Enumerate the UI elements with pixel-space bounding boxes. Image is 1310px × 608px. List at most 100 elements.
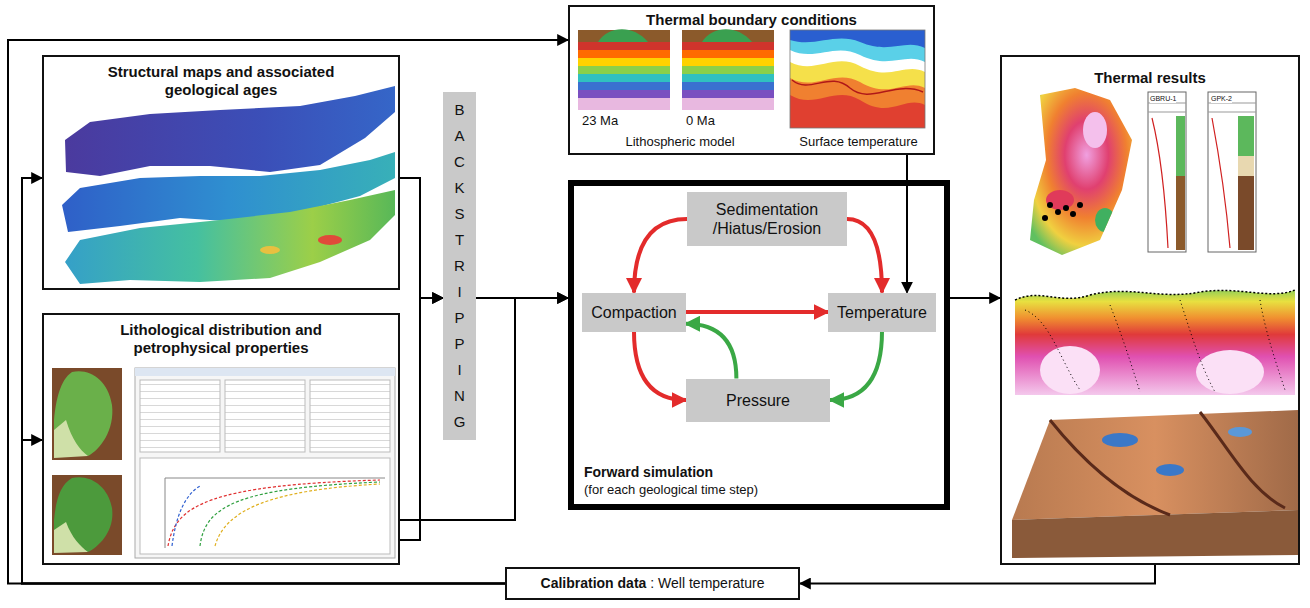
boundary-panel: Thermal boundary conditions23 Ma0 MaLith…	[568, 5, 935, 155]
well-name: GBRU-1	[1150, 95, 1176, 103]
lithospheric-model	[578, 29, 670, 110]
thermal-map	[1083, 112, 1107, 148]
process-label: Sedimentation /Hiatus/Erosion	[693, 200, 841, 238]
software-screenshot	[165, 478, 385, 479]
structural-maps	[260, 246, 280, 254]
well-name: GPK-2	[1211, 95, 1232, 103]
panel-title: Structural maps and associated geologica…	[90, 63, 352, 99]
box-title: Calibration data	[541, 575, 647, 592]
lithospheric-model	[578, 58, 670, 66]
simulation-frame: Forward simulation(for each geological t…	[568, 180, 950, 510]
image-caption: Surface temperature	[786, 134, 931, 149]
well-logs	[1238, 176, 1254, 250]
software-screenshot	[135, 368, 395, 376]
lithology-maps	[52, 368, 122, 555]
lithology-maps	[52, 475, 122, 555]
structural-maps	[65, 190, 395, 284]
feedback-arrow	[830, 332, 882, 401]
feedback-arrow	[634, 219, 687, 293]
results-panel: Thermal results	[1000, 55, 1300, 565]
flow-arrow	[400, 298, 568, 520]
panel-title: Lithological distribution and petrophysi…	[90, 321, 352, 357]
feedback-arrow	[686, 310, 828, 314]
lithospheric-model	[682, 29, 774, 110]
thermal-block	[1012, 510, 1298, 558]
well-logs	[1238, 116, 1254, 156]
well-logs	[1212, 118, 1230, 248]
thermal-map	[1025, 85, 1137, 260]
thermal-block	[1012, 410, 1298, 558]
thermal-block	[1156, 464, 1184, 476]
thermal-map	[1063, 205, 1069, 211]
frame-subtitle: (for each geological time step)	[584, 482, 758, 498]
cross-section	[1015, 290, 1295, 300]
surface-temperature-plot	[790, 30, 925, 89]
software-screenshot	[168, 480, 380, 546]
software-screenshot	[310, 380, 390, 452]
age-label: 0 Ma	[686, 113, 715, 128]
flow-arrow	[800, 565, 1155, 584]
cross-section	[1015, 285, 1295, 395]
box-text: : Well temperature	[650, 575, 764, 592]
age-label: 23 Ma	[582, 113, 618, 128]
process-box: Pressure	[686, 379, 830, 422]
flow-arrow	[22, 440, 505, 584]
process-box: Compaction	[582, 293, 685, 332]
lithology-maps	[54, 420, 88, 458]
thermal-block	[1102, 433, 1138, 447]
software-screenshot	[200, 482, 380, 546]
thermal-map	[1047, 202, 1053, 208]
cross-section	[1025, 300, 1285, 392]
well-logs	[1148, 92, 1256, 252]
flow-arrow	[906, 155, 908, 293]
image-caption: Lithospheric model	[575, 134, 785, 149]
surface-temperature-plot	[790, 30, 925, 128]
flow-arrow	[22, 178, 505, 584]
structural-maps	[62, 86, 395, 284]
software-screenshot	[165, 478, 166, 548]
cross-section	[1015, 285, 1295, 395]
thermal-block	[1228, 427, 1252, 437]
calibration-box: Calibration data: Well temperature	[505, 567, 800, 600]
thermal-map	[1095, 208, 1115, 232]
flow-arrow	[8, 40, 568, 584]
feedback-arrow	[634, 332, 686, 401]
process-label: Compaction	[591, 303, 676, 322]
software-screenshot	[140, 380, 220, 452]
thermal-map	[1046, 190, 1074, 210]
surface-temperature-plot	[792, 80, 923, 94]
thermal-map	[1077, 202, 1083, 208]
flow-arrow	[950, 297, 1000, 299]
software-screenshot	[140, 458, 390, 554]
lithospheric-model	[598, 29, 648, 42]
well-logs	[1208, 92, 1256, 252]
lithospheric-model	[578, 30, 670, 42]
well-logs	[1148, 112, 1186, 113]
software-screenshot	[172, 486, 200, 546]
lithology-maps	[54, 477, 112, 552]
cross-section	[1196, 350, 1264, 394]
thermal-map	[1055, 209, 1061, 215]
feedback-arrow	[686, 324, 737, 379]
thermal-map	[1070, 211, 1076, 217]
software-screenshot	[225, 380, 305, 452]
process-box: Sedimentation /Hiatus/Erosion	[687, 192, 847, 246]
thermal-block	[1050, 420, 1170, 515]
well-logs	[1148, 92, 1186, 252]
input-panel: Structural maps and associated geologica…	[42, 55, 400, 290]
surface-temperature-plot	[790, 30, 925, 128]
lithospheric-model	[578, 50, 670, 58]
software-screenshot	[135, 368, 395, 558]
software-screenshot	[135, 368, 395, 558]
flow-arrow	[476, 297, 568, 299]
lithology-maps	[54, 522, 88, 553]
thermal-block	[1200, 412, 1285, 508]
lithospheric-model	[578, 74, 670, 82]
process-box: Temperature	[828, 293, 936, 332]
panel-title: Thermal results	[1002, 69, 1298, 87]
surface-temperature-plot	[790, 30, 925, 72]
flow-arrow	[400, 178, 443, 298]
well-logs	[1208, 112, 1256, 113]
surface-temperature-plot	[790, 30, 925, 48]
thermal-block	[1012, 410, 1298, 520]
